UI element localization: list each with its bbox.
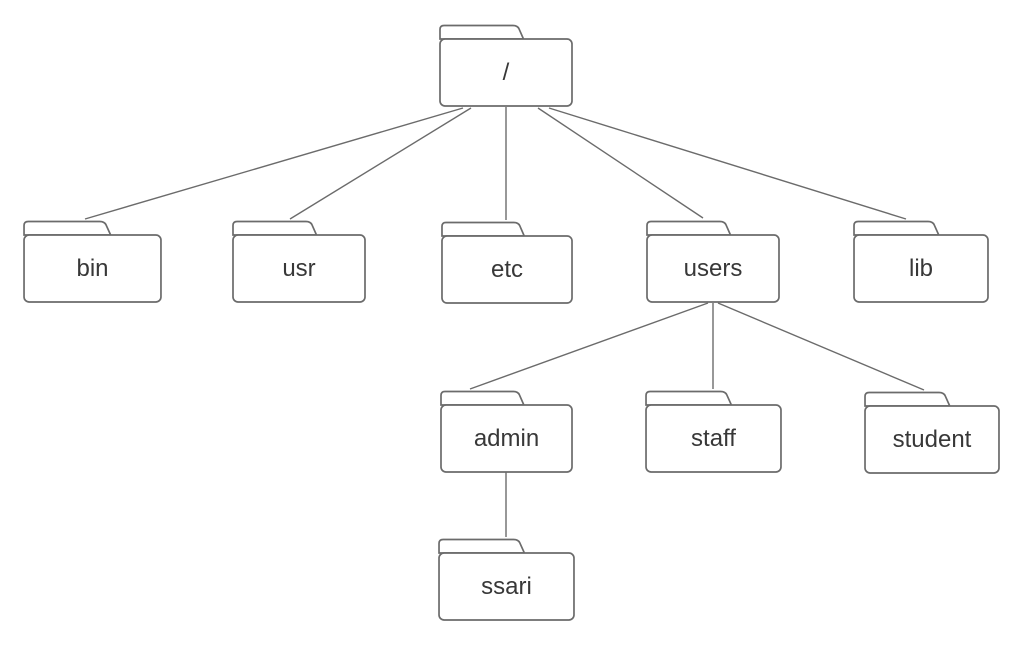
folder-icon: [441, 219, 573, 304]
folder-icon: [864, 389, 1000, 474]
folder-icon: [645, 388, 782, 473]
folder-node-student[interactable]: student: [864, 389, 1000, 474]
folder-label: etc: [490, 255, 523, 283]
folder-icon: [439, 22, 573, 107]
folder-icon: [853, 218, 989, 303]
folder-label: ssari: [481, 572, 532, 600]
edge-root-to-usr: [289, 107, 472, 220]
folder-icon: [23, 218, 162, 303]
edge-root-to-users: [537, 107, 704, 219]
edge-root-to-bin: [84, 107, 464, 220]
folder-label: /: [502, 58, 510, 86]
folder-label: admin: [473, 424, 540, 452]
folder-node-etc[interactable]: etc: [441, 219, 573, 304]
folder-label: bin: [76, 254, 109, 282]
folder-node-ssari[interactable]: ssari: [438, 536, 575, 621]
folder-node-lib[interactable]: lib: [853, 218, 989, 303]
folder-icon: [440, 388, 573, 473]
folder-node-users[interactable]: users: [646, 218, 780, 303]
edge-root-to-lib: [548, 107, 907, 220]
folder-icon: [232, 218, 366, 303]
folder-label: lib: [908, 254, 933, 282]
edge-users-to-student: [717, 302, 925, 391]
folder-node-usr[interactable]: usr: [232, 218, 366, 303]
folder-label: users: [683, 254, 743, 282]
folder-label: staff: [691, 424, 736, 452]
folder-icon: [646, 218, 780, 303]
folder-node-staff[interactable]: staff: [645, 388, 782, 473]
folder-label: student: [892, 425, 972, 453]
folder-node-bin[interactable]: bin: [23, 218, 162, 303]
folder-icon: [438, 536, 575, 621]
folder-label: usr: [282, 254, 316, 282]
folder-node-root[interactable]: /: [439, 22, 573, 107]
edge-users-to-admin: [469, 302, 709, 390]
folder-node-admin[interactable]: admin: [440, 388, 573, 473]
